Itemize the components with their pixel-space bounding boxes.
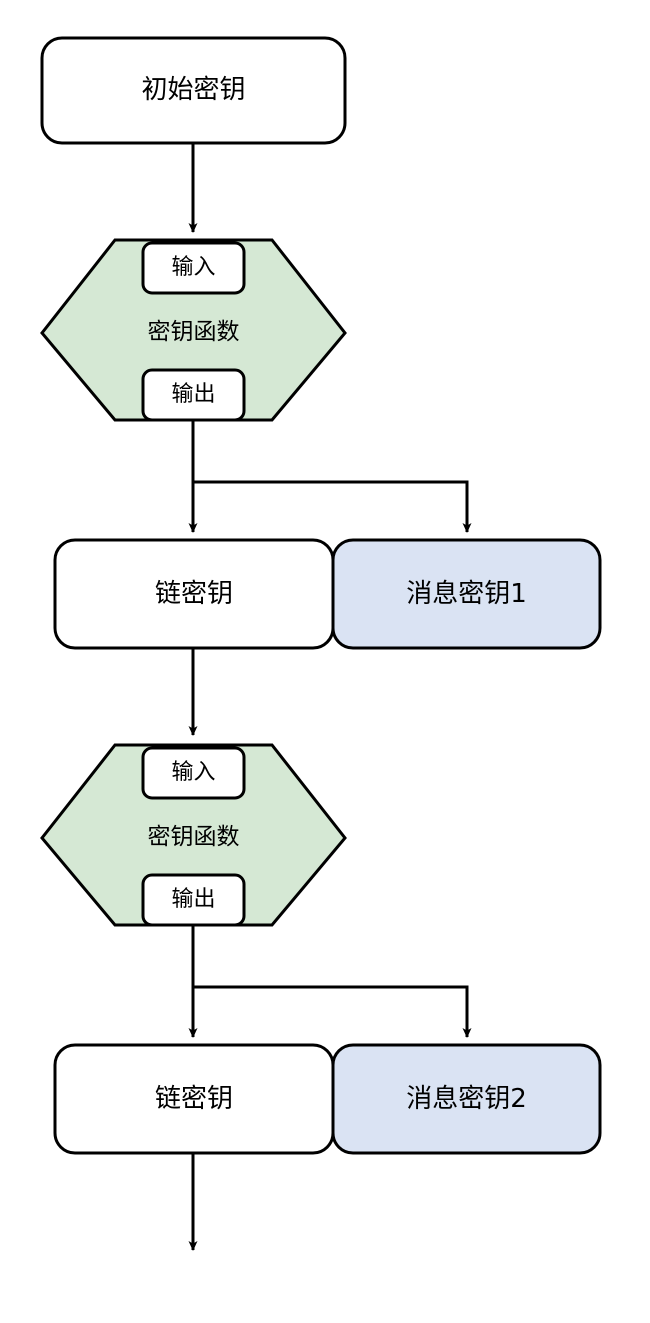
edge-kdf2-to-message-key2 [193, 985, 472, 1038]
node-kdf2-input-shape[interactable] [141, 746, 246, 800]
node-kdf1-shape[interactable] [40, 238, 347, 422]
node-kdf2-output-shape[interactable] [141, 873, 246, 927]
node-chain-key1-shape[interactable] [53, 538, 335, 650]
node-message-key2-shape[interactable] [331, 1043, 602, 1155]
node-kdf1-output-shape[interactable] [141, 368, 246, 422]
node-chain-key2-shape[interactable] [53, 1043, 335, 1155]
node-message-key1-shape[interactable] [331, 538, 602, 650]
edge-kdf1-to-message-key1 [193, 480, 472, 533]
node-kdf1-input-shape[interactable] [141, 241, 246, 295]
connector-group [188, 143, 472, 1251]
node-initial-key-shape[interactable] [40, 36, 347, 145]
node-kdf2-shape[interactable] [40, 743, 347, 927]
